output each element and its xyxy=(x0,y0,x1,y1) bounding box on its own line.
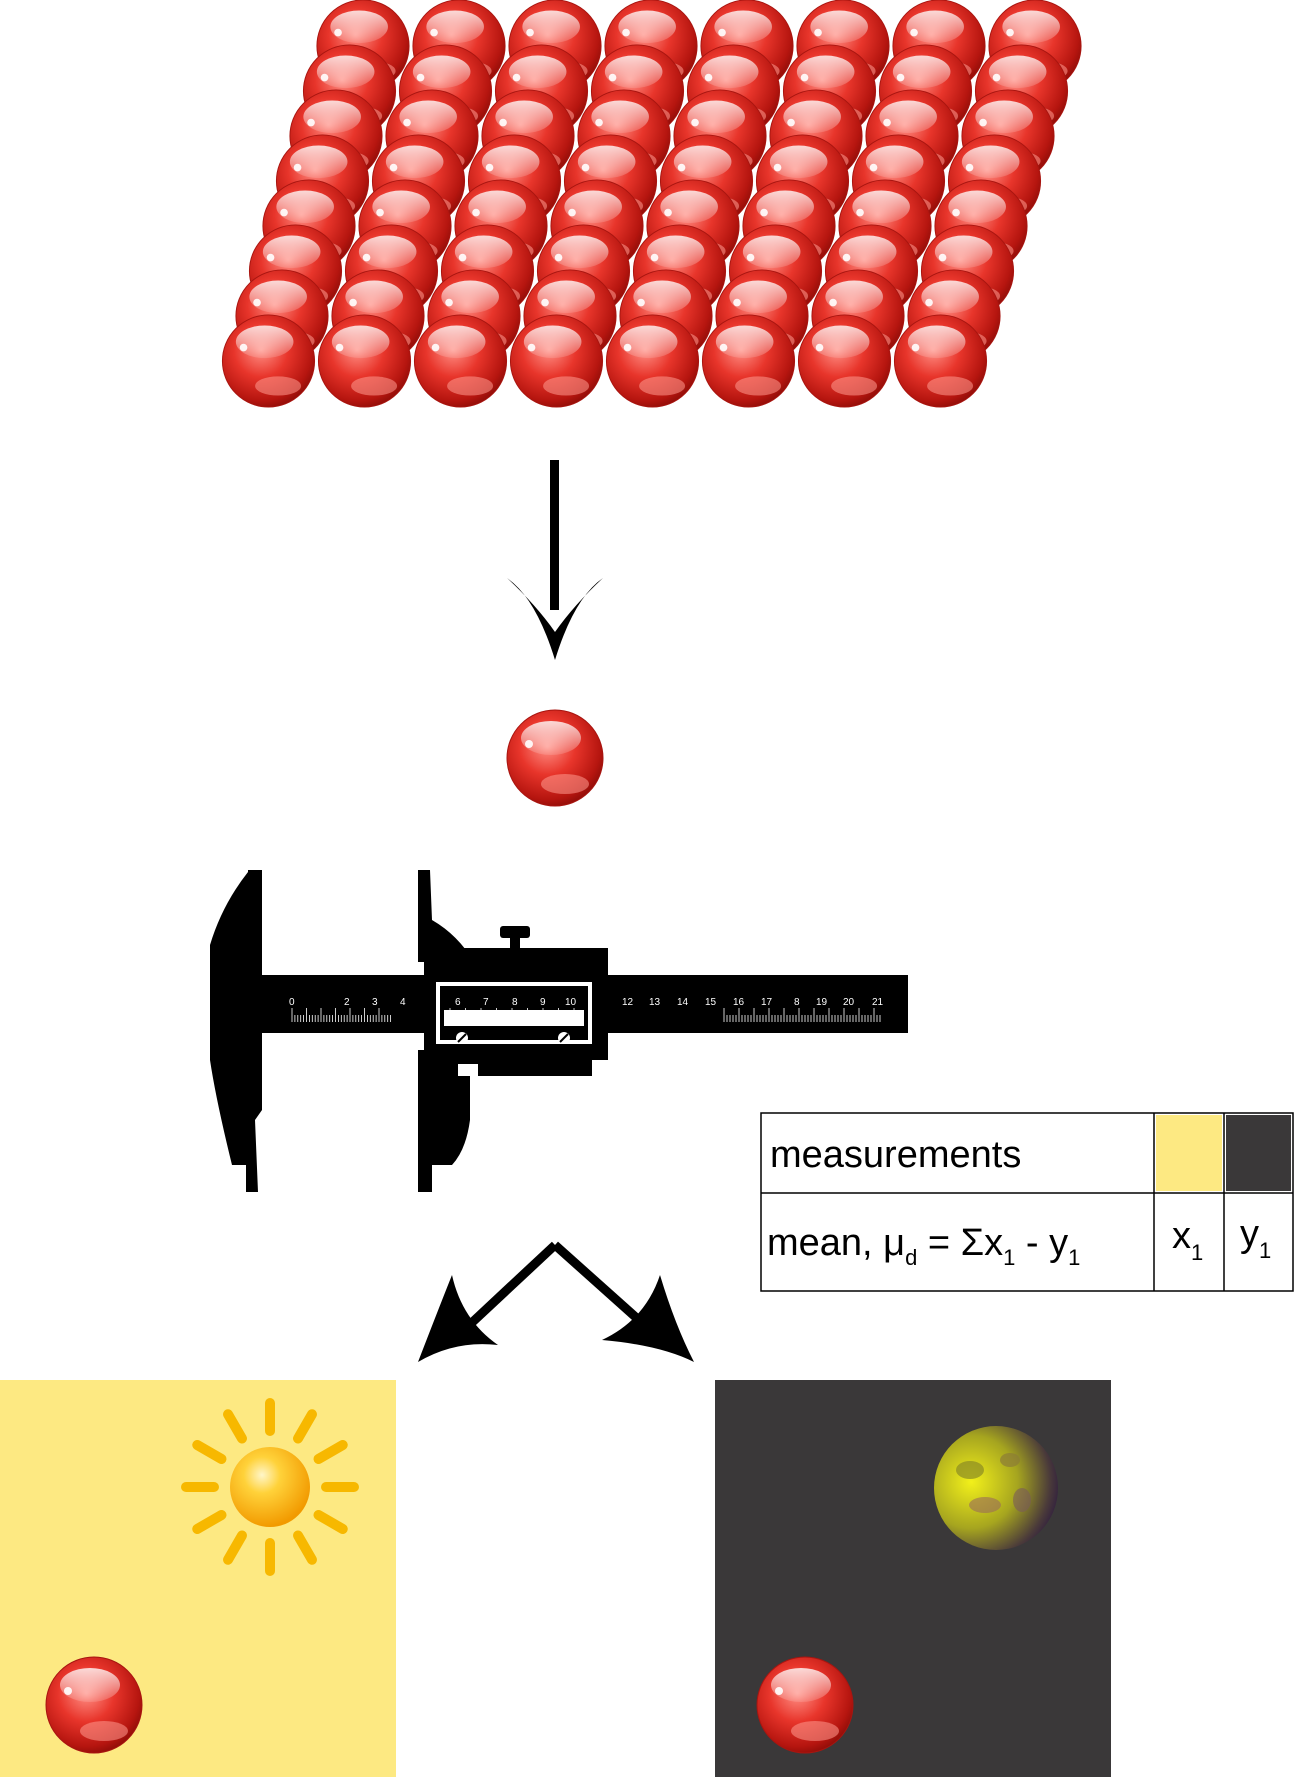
caliper-icon: 0 2 3 4 6 7 8 9 10 12 13 14 15 16 17 8 19 20 21 xyxy=(210,870,908,1192)
ruler-label: 7 xyxy=(483,997,489,1008)
bead-array-item xyxy=(893,314,988,408)
ruler-label: 0 xyxy=(289,997,295,1008)
ruler-label: 20 xyxy=(843,997,855,1008)
bead-array-item xyxy=(701,314,796,408)
dark-swatch xyxy=(1226,1115,1291,1191)
ruler-label: 8 xyxy=(794,997,800,1008)
sun-ray xyxy=(192,1510,227,1534)
ruler-label: 15 xyxy=(705,997,717,1008)
moon-icon xyxy=(934,1426,1058,1550)
measurements-label: measurements xyxy=(770,1134,1021,1176)
sun-ray xyxy=(293,1530,317,1565)
ruler-label: 4 xyxy=(400,997,406,1008)
yellow-swatch xyxy=(1156,1115,1222,1191)
ruler-label: 6 xyxy=(455,997,461,1008)
ruler-label: 10 xyxy=(565,997,577,1008)
x1-label: x1 xyxy=(1172,1215,1203,1265)
ruler-label: 21 xyxy=(872,997,884,1008)
bead-array-item xyxy=(605,314,700,408)
sun-ray xyxy=(223,1530,247,1565)
single-bead-icon xyxy=(506,709,604,807)
ruler-label: 9 xyxy=(540,997,546,1008)
y1-label: y1 xyxy=(1240,1213,1271,1263)
ruler-label: 16 xyxy=(733,997,745,1008)
split-arrows-icon xyxy=(418,1241,694,1362)
arrow-down-icon xyxy=(507,460,603,660)
bead-yellow-icon xyxy=(45,1656,143,1754)
ruler-label: 13 xyxy=(649,997,661,1008)
bead-array-item xyxy=(221,314,316,408)
sun-ray xyxy=(223,1409,247,1444)
sun-ray xyxy=(313,1510,348,1534)
sun-icon xyxy=(181,1398,359,1576)
bead-array-item xyxy=(413,314,508,408)
legend-table: measurements mean, μd = Σx1 - y1 x1 y1 xyxy=(760,1112,1294,1292)
sun-ray xyxy=(313,1440,348,1464)
bead-dark-icon xyxy=(756,1656,854,1754)
ruler-label: 14 xyxy=(677,997,689,1008)
mean-formula: mean, μd = Σx1 - y1 xyxy=(767,1222,1080,1270)
ruler-label: 17 xyxy=(761,997,773,1008)
ruler-label: 2 xyxy=(344,997,350,1008)
ruler-label: 8 xyxy=(512,997,518,1008)
sun-ray xyxy=(192,1440,227,1464)
ruler-label: 19 xyxy=(816,997,828,1008)
ruler-label: 3 xyxy=(372,997,378,1008)
sun-ray xyxy=(293,1409,317,1444)
bead-array-item xyxy=(797,314,892,408)
bead-array-icon xyxy=(221,0,1082,408)
ruler-label: 12 xyxy=(622,997,634,1008)
bead-array-item xyxy=(317,314,412,408)
bead-array-item xyxy=(509,314,604,408)
